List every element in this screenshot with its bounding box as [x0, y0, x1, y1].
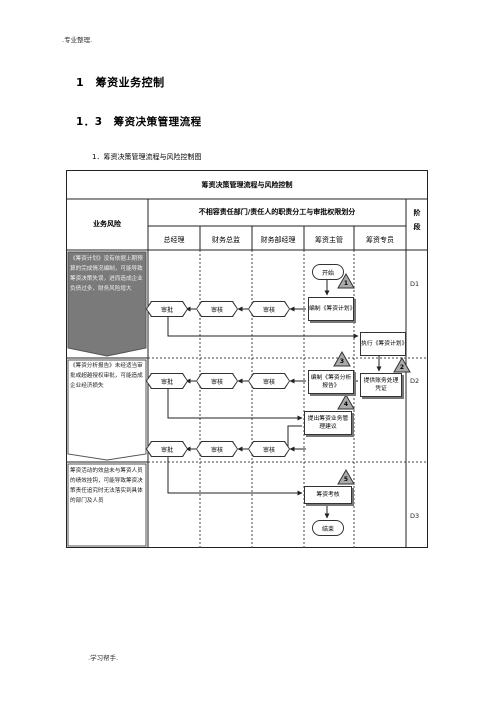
- risk-text-1: 《筹资计划》没有依据上期预算的完成情况编制，可能导致筹资决策失误，进而造成企业负…: [70, 256, 143, 292]
- section-heading: 1 筹资业务控制: [76, 76, 165, 89]
- process-control-chart: 筹资决策管理流程与风险控制 业务风险 不相容责任部门/责任人的职责分工与审批权限…: [66, 170, 428, 548]
- role-finance-director: 财务总监: [212, 236, 240, 244]
- division-header: 不相容责任部门/责任人的职责分工与审批权限划分: [198, 208, 356, 216]
- flow-step-accounting-voucher: 提供账务处理凭证: [360, 373, 402, 397]
- flow-review-finance-manager-3: 审核: [248, 441, 290, 457]
- risk-text-2: 《筹资分析报告》未经适当审批或超越授权审批，可能造成企业经济损失: [70, 363, 143, 389]
- flow-step-assessment: 筹资考核: [304, 486, 352, 504]
- flow-step-management-advice: 提出筹资业务管理建议: [304, 411, 352, 435]
- stage-d3: D3: [410, 512, 420, 520]
- risk-text-3: 筹资活动的效益未与筹资人员的绩效挂钩，可能导致筹资决策责任追究时无法落实到具体的…: [70, 468, 143, 504]
- flow-review-finance-manager-1: 审核: [248, 301, 290, 317]
- flow-review-finance-manager-2: 审核: [248, 373, 290, 389]
- figure-caption: 1．筹资决策管理流程与风险控制图: [92, 153, 202, 161]
- header-note: .专业整理.: [62, 36, 93, 44]
- subsection-heading: 1．3 筹资决策管理流程: [76, 116, 202, 128]
- flow-approve-gm-2: 审批: [146, 373, 188, 389]
- flow-start: 开始: [312, 264, 344, 280]
- role-general-manager: 总经理: [163, 236, 185, 244]
- role-financing-specialist: 筹资专员: [366, 236, 394, 244]
- chart-grid: [66, 170, 428, 548]
- stage-d1: D1: [410, 280, 420, 288]
- flow-approve-gm-3: 审批: [146, 441, 188, 457]
- step-badge-5: 5: [343, 476, 349, 483]
- role-finance-manager: 财务部经理: [260, 236, 296, 244]
- flow-step-analysis-report: 编制《筹资分析报告》: [308, 370, 354, 394]
- step-badge-1: 1: [343, 280, 349, 287]
- flow-review-finance-director-1: 审核: [196, 301, 238, 317]
- flow-review-finance-director-2: 审核: [196, 373, 238, 389]
- table-title: 筹资决策管理流程与风险控制: [201, 181, 293, 189]
- risk-column-header: 业务风险: [93, 220, 121, 228]
- footer-note: .学习帮手.: [88, 654, 119, 662]
- step-badge-4: 4: [343, 401, 349, 408]
- flow-step-prepare-plan: 编制《筹资计划》: [308, 297, 355, 321]
- flow-approve-gm-1: 审批: [146, 301, 188, 317]
- stage-d2: D2: [410, 377, 420, 385]
- step-badge-3: 3: [339, 358, 345, 365]
- step-badge-2: 2: [399, 364, 405, 371]
- role-financing-supervisor: 筹资主管: [315, 236, 343, 244]
- flow-end: 结束: [312, 520, 344, 536]
- flow-review-finance-director-3: 审核: [196, 441, 238, 457]
- flow-step-execute-plan: 执行《筹资计划》: [360, 332, 407, 356]
- stage-column-header: 阶段: [413, 209, 421, 231]
